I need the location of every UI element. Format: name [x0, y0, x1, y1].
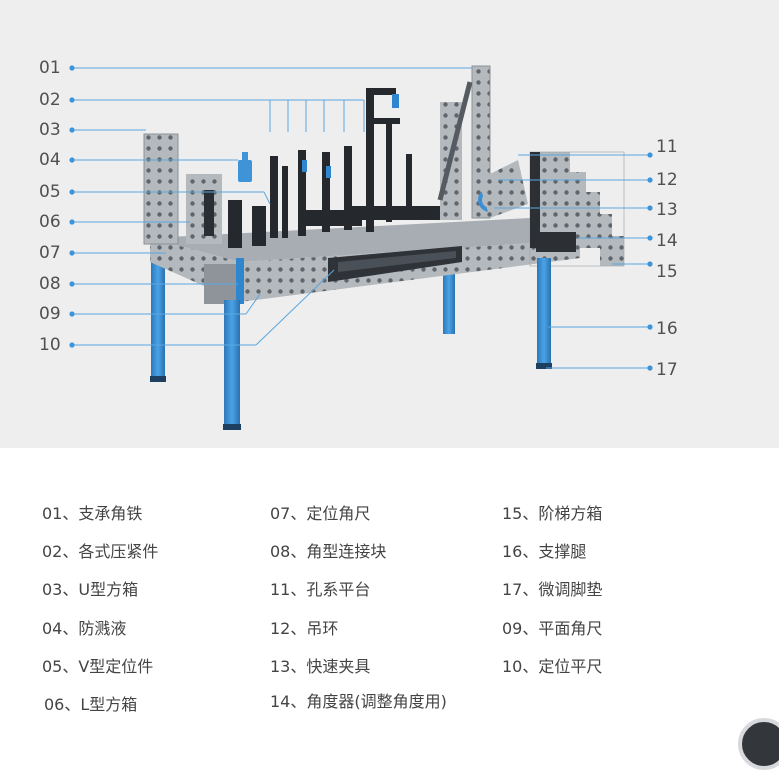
- legend-item: 15、阶梯方箱: [502, 504, 603, 523]
- legend-item: 04、防溅液: [42, 619, 127, 638]
- callout-14: 14: [656, 231, 678, 251]
- welding-table-diagram: 01 02 03 04 05 06 07 08 09 10 11 12 13 1…: [0, 0, 779, 448]
- angle-gauge: [536, 232, 576, 252]
- legend-item: 13、快速夹具: [270, 657, 371, 676]
- callout-01: 01: [39, 58, 61, 78]
- legend-item: 14、角度器(调整角度用): [270, 692, 447, 711]
- callout-16: 16: [656, 319, 678, 339]
- callout-05: 05: [39, 182, 61, 202]
- legend-item: 02、各式压紧件: [42, 542, 159, 561]
- callout-17: 17: [656, 360, 678, 380]
- table-leg: [224, 300, 240, 428]
- table-front-face: [240, 240, 580, 302]
- legend-item: 07、定位角尺: [270, 504, 371, 523]
- legend-item: 09、平面角尺: [502, 619, 603, 638]
- legend-item: 17、微调脚垫: [502, 580, 603, 599]
- callout-15: 15: [656, 262, 678, 282]
- legend-item: 08、角型连接块: [270, 542, 387, 561]
- callout-04: 04: [39, 150, 61, 170]
- callout-13: 13: [656, 200, 678, 220]
- legend-item: 10、定位平尺: [502, 657, 603, 676]
- callout-03: 03: [39, 120, 61, 140]
- legend-item: 06、L型方箱: [44, 695, 138, 714]
- legend-item: 16、支撑腿: [502, 542, 587, 561]
- leader-lines: [72, 67, 650, 369]
- spray-bottle: [238, 152, 252, 182]
- table-top: [150, 218, 580, 262]
- callout-12: 12: [656, 170, 678, 190]
- table-illustration: [69, 65, 653, 430]
- callout-08: 08: [39, 274, 61, 294]
- callout-11: 11: [656, 137, 678, 157]
- table-leg: [443, 262, 455, 334]
- callout-07: 07: [39, 243, 61, 263]
- floating-action-button[interactable]: [738, 718, 779, 770]
- clamps: [228, 88, 440, 248]
- hole-platform: [478, 160, 528, 218]
- legend-item: 01、支承角铁: [42, 504, 143, 523]
- table-leg: [537, 258, 551, 366]
- callout-02: 02: [39, 90, 61, 110]
- legend-item: 11、孔系平台: [270, 580, 371, 599]
- callout-09: 09: [39, 304, 61, 324]
- legend-item: 12、吊环: [270, 619, 339, 638]
- legend-item: 03、U型方箱: [42, 580, 139, 599]
- callout-10: 10: [39, 335, 61, 355]
- table-leg: [151, 258, 165, 380]
- callout-06: 06: [39, 212, 61, 232]
- u-box: [144, 134, 178, 244]
- legend-item: 05、V型定位件: [42, 657, 154, 676]
